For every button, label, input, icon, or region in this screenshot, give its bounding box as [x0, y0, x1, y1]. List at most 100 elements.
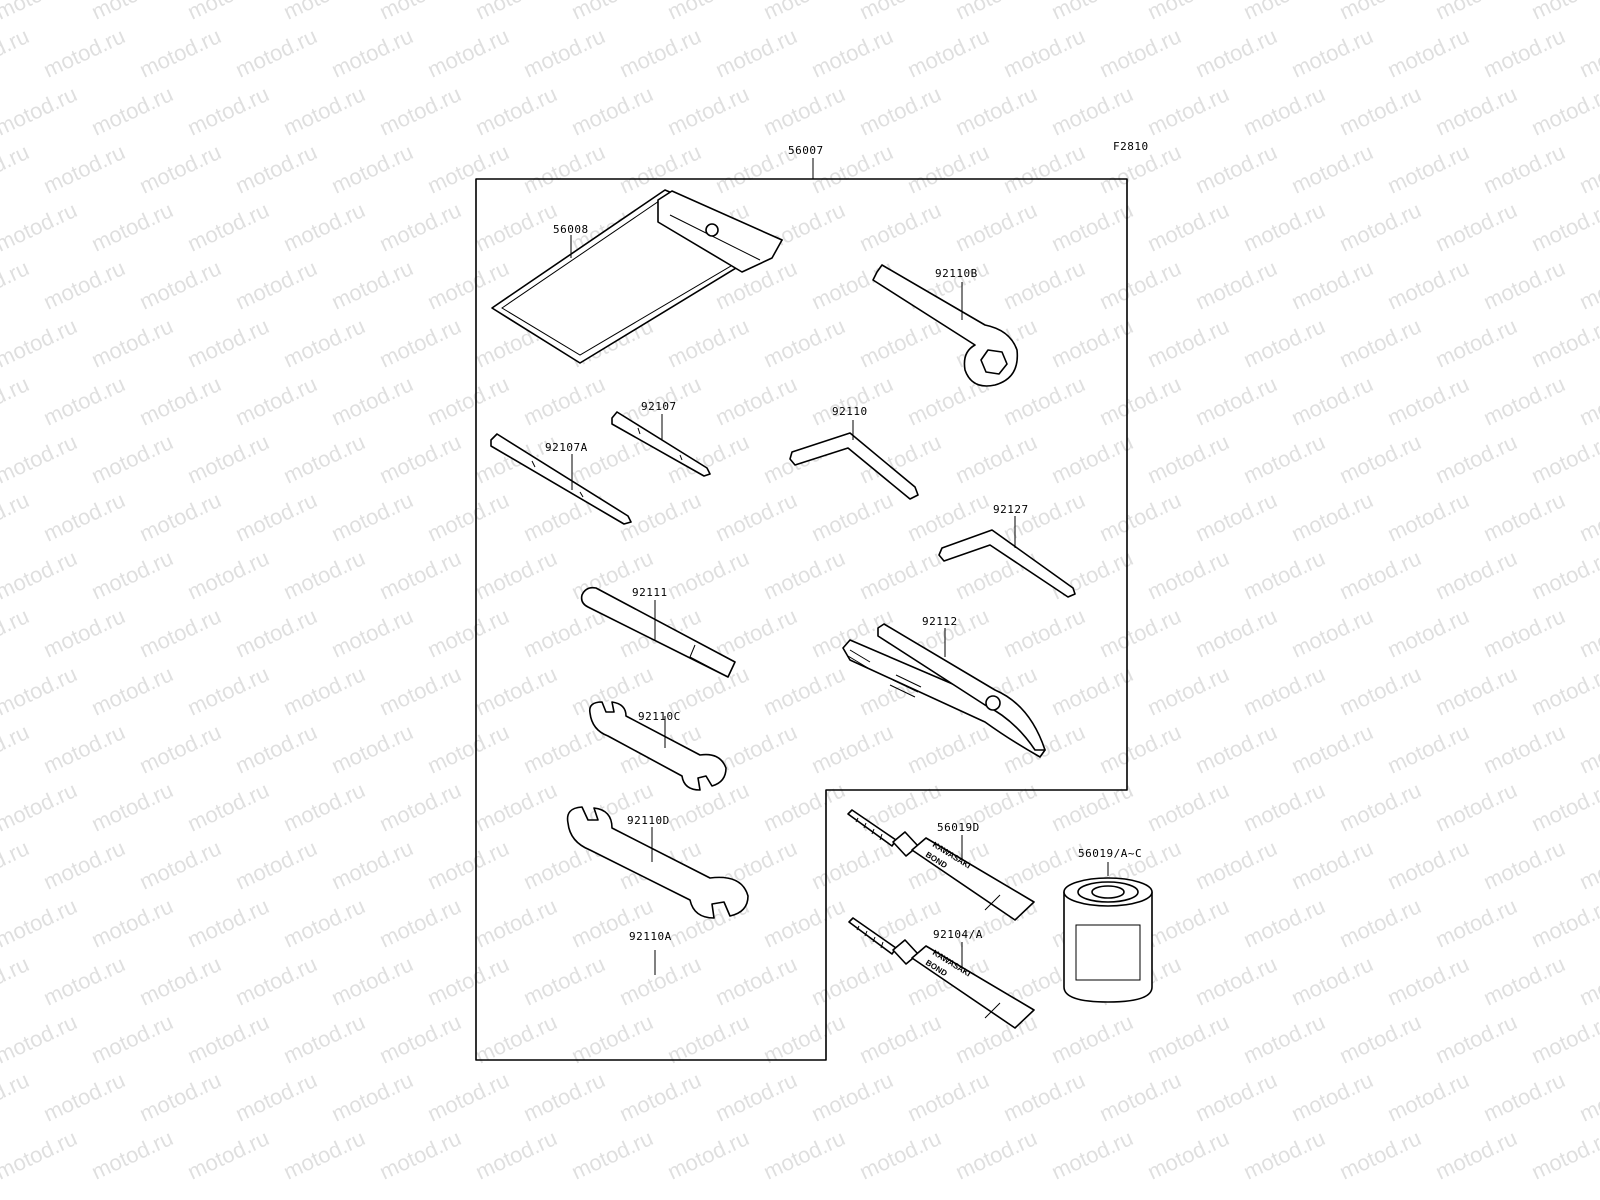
watermark-text: motod.ru: [1384, 487, 1473, 546]
watermark-text: motod.ru: [40, 371, 129, 430]
tool-kit-outline: [475, 158, 1128, 1061]
watermark-text: motod.ru: [1528, 661, 1600, 720]
watermark-text: motod.ru: [0, 893, 81, 952]
callout-92110A: 92110A: [629, 930, 672, 943]
watermark-text: motod.ru: [424, 1067, 513, 1126]
watermark-text: motod.ru: [1240, 661, 1329, 720]
watermark-text: motod.ru: [280, 1125, 369, 1184]
watermark-text: motod.ru: [1240, 0, 1329, 25]
hex-wrench-large-drawing: [789, 420, 919, 500]
watermark-text: motod.ru: [1096, 719, 1185, 778]
watermark-text: motod.ru: [376, 81, 465, 140]
watermark-text: motod.ru: [1144, 661, 1233, 720]
callout-56008: 56008: [553, 223, 589, 236]
watermark-text: motod.ru: [136, 23, 225, 82]
watermark-text: motod.ru: [1048, 1125, 1137, 1184]
watermark-text: motod.ru: [808, 1067, 897, 1126]
watermark-text: motod.ru: [1432, 81, 1521, 140]
bond-tube-d-drawing: [847, 809, 1035, 921]
watermark-text: motod.ru: [1096, 371, 1185, 430]
watermark-text: motod.ru: [1144, 313, 1233, 372]
watermark-text: motod.ru: [232, 1067, 321, 1126]
watermark-text: motod.ru: [1336, 661, 1425, 720]
watermark-text: motod.ru: [1240, 1009, 1329, 1068]
watermark-text: motod.ru: [856, 0, 945, 25]
watermark-text: motod.ru: [40, 139, 129, 198]
watermark-text: motod.ru: [376, 777, 465, 836]
watermark-text: motod.ru: [376, 1125, 465, 1184]
watermark-text: motod.ru: [568, 81, 657, 140]
callout-92104-A: 92104/A: [933, 928, 983, 941]
watermark-text: motod.ru: [1048, 313, 1137, 372]
watermark-text: motod.ru: [88, 661, 177, 720]
watermark-text: motod.ru: [280, 313, 369, 372]
watermark-text: motod.ru: [424, 23, 513, 82]
watermark-text: motod.ru: [1048, 81, 1137, 140]
watermark-text: motod.ru: [1192, 139, 1281, 198]
watermark-text: motod.ru: [760, 893, 849, 952]
watermark-text: motod.ru: [280, 893, 369, 952]
watermark-text: motod.ru: [232, 835, 321, 894]
watermark-text: motod.ru: [1048, 545, 1137, 604]
watermark-text: motod.ru: [1192, 1067, 1281, 1126]
watermark-text: motod.ru: [808, 719, 897, 778]
watermark-text: motod.ru: [40, 603, 129, 662]
watermark-text: motod.ru: [808, 487, 897, 546]
watermark-text: motod.ru: [1096, 255, 1185, 314]
watermark-text: motod.ru: [1432, 197, 1521, 256]
watermark-text: motod.ru: [184, 1009, 273, 1068]
watermark-text: motod.ru: [40, 835, 129, 894]
watermark-text: motod.ru: [184, 197, 273, 256]
watermark-text: motod.ru: [664, 1125, 753, 1184]
watermark-text: motod.ru: [1240, 429, 1329, 488]
watermark-text: motod.ru: [760, 661, 849, 720]
watermark-text: motod.ru: [952, 0, 1041, 25]
watermark-text: motod.ru: [1336, 0, 1425, 25]
watermark-text: motod.ru: [1576, 23, 1600, 82]
watermark-text: motod.ru: [88, 0, 177, 25]
watermark-text: motod.ru: [1384, 835, 1473, 894]
watermark-text: motod.ru: [1000, 487, 1089, 546]
watermark-text: motod.ru: [808, 951, 897, 1010]
watermark-text: motod.ru: [1336, 1125, 1425, 1184]
watermark-text: motod.ru: [616, 23, 705, 82]
watermark-text: motod.ru: [88, 893, 177, 952]
watermark-text: motod.ru: [520, 371, 609, 430]
watermark-text: motod.ru: [664, 545, 753, 604]
callout-56019D: 56019D: [937, 821, 980, 834]
watermark-text: motod.ru: [952, 1009, 1041, 1068]
watermark-text: motod.ru: [856, 197, 945, 256]
watermark-text: motod.ru: [280, 429, 369, 488]
watermark-text: motod.ru: [1336, 429, 1425, 488]
watermark-text: motod.ru: [616, 139, 705, 198]
watermark-text: motod.ru: [136, 371, 225, 430]
watermark-text: motod.ru: [232, 487, 321, 546]
watermark-text: motod.ru: [1096, 603, 1185, 662]
watermark-text: motod.ru: [1528, 81, 1600, 140]
watermark-text: motod.ru: [88, 429, 177, 488]
watermark-text: motod.ru: [952, 1125, 1041, 1184]
watermark-text: motod.ru: [184, 0, 273, 25]
watermark-text: motod.ru: [0, 255, 33, 314]
watermark-text: motod.ru: [472, 545, 561, 604]
watermark-text: motod.ru: [424, 835, 513, 894]
watermark-text: motod.ru: [1432, 313, 1521, 372]
watermark-text: motod.ru: [280, 81, 369, 140]
watermark-text: motod.ru: [1240, 313, 1329, 372]
watermark-text: motod.ru: [232, 23, 321, 82]
watermark-text: motod.ru: [712, 603, 801, 662]
callout-92127: 92127: [993, 503, 1029, 516]
tool-bag-drawing: [491, 189, 783, 364]
watermark-text: motod.ru: [376, 197, 465, 256]
watermark-text: motod.ru: [1336, 777, 1425, 836]
callout-92107A: 92107A: [545, 441, 588, 454]
watermark-text: motod.ru: [1432, 0, 1521, 25]
watermark-text: motod.ru: [1528, 1125, 1600, 1184]
watermark-text: motod.ru: [328, 951, 417, 1010]
watermark-text: motod.ru: [328, 1067, 417, 1126]
watermark-text: motod.ru: [1432, 777, 1521, 836]
watermark-text: motod.ru: [1480, 139, 1569, 198]
watermark-text: motod.ru: [376, 545, 465, 604]
watermark-text: motod.ru: [0, 719, 33, 778]
